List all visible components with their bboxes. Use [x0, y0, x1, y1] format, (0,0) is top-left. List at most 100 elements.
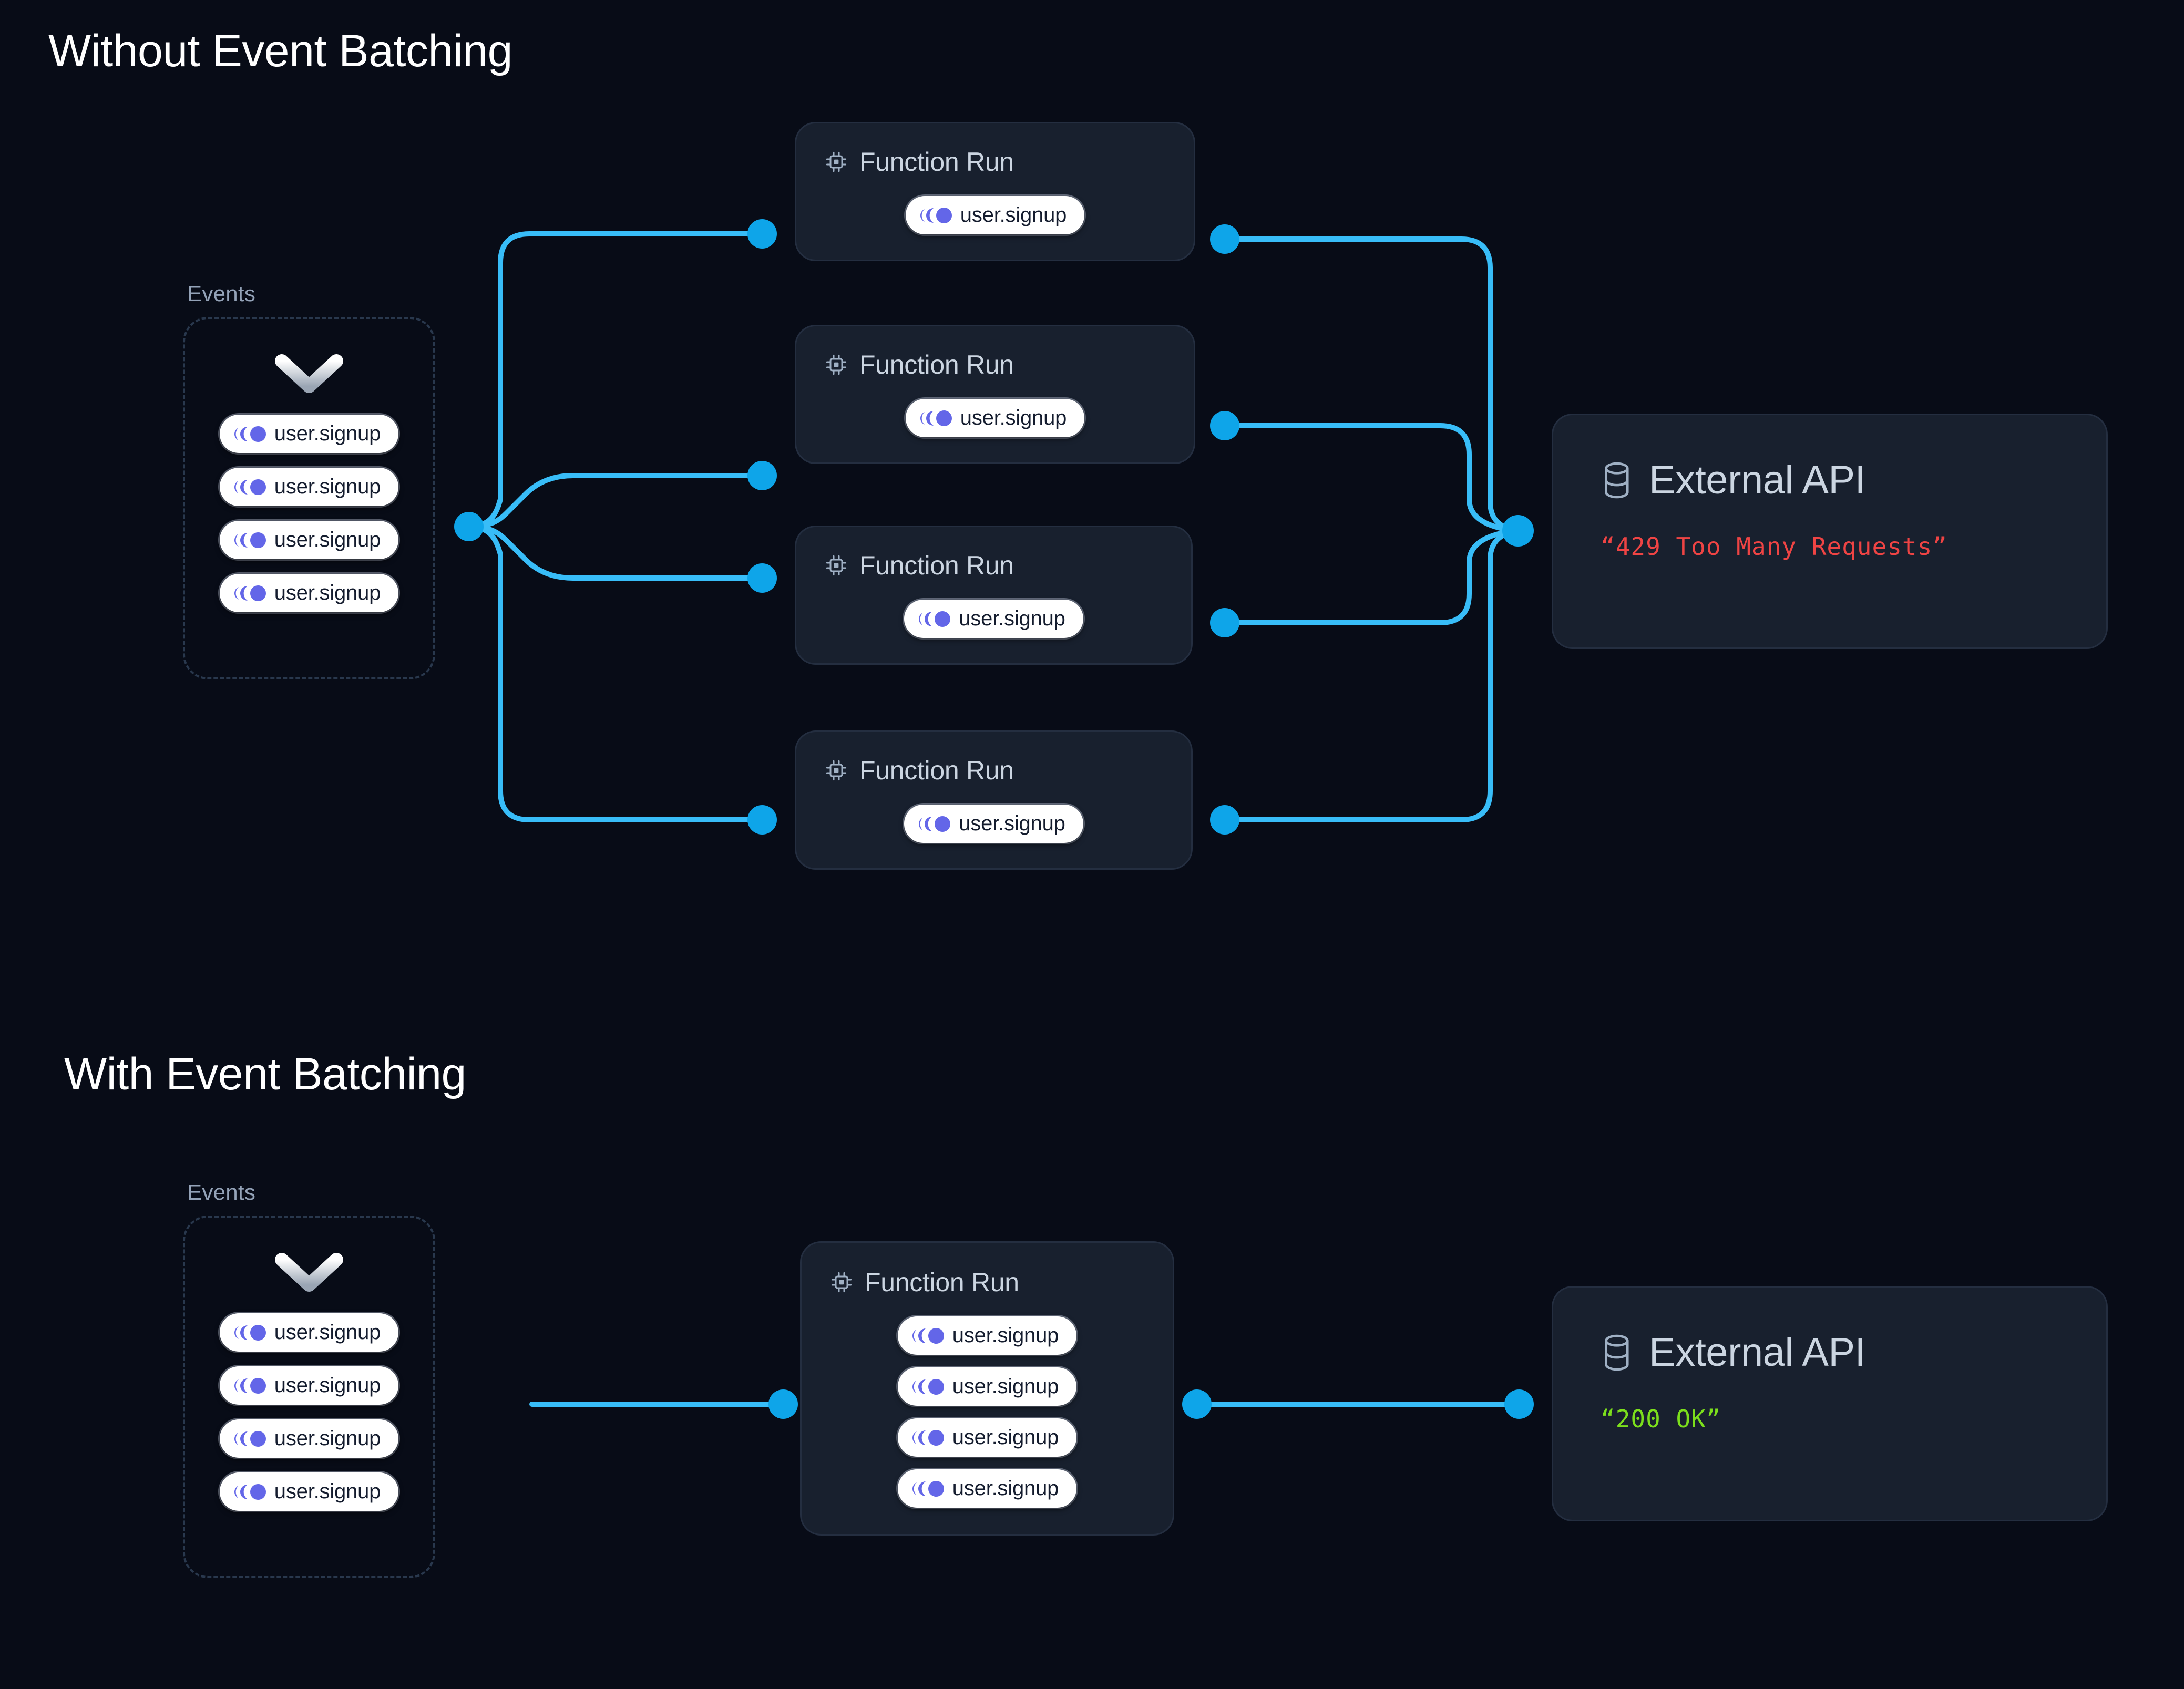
- event-trail-icon: [912, 1480, 944, 1497]
- connector-node: [1210, 608, 1239, 637]
- event-pill-label: user.signup: [952, 1324, 1059, 1347]
- card-title: Function Run: [865, 1268, 1019, 1297]
- connector-node: [1210, 411, 1239, 440]
- event-pill[interactable]: user.signup: [219, 415, 399, 453]
- chevron-down-icon: [275, 1253, 343, 1292]
- event-trail-icon: [234, 1430, 266, 1447]
- event-pill-label: user.signup: [952, 1477, 1059, 1500]
- event-pill-label: user.signup: [274, 1427, 381, 1450]
- function-run-card[interactable]: Function Run user.signup user.signup: [800, 1241, 1174, 1536]
- event-trail-icon: [912, 1429, 944, 1446]
- event-pill-label: user.signup: [274, 1321, 381, 1344]
- event-trail-icon: [234, 585, 266, 601]
- event-pill-label: user.signup: [960, 203, 1067, 226]
- card-header: Function Run: [824, 147, 1166, 177]
- event-pill[interactable]: user.signup: [219, 468, 399, 506]
- event-pill[interactable]: user.signup: [897, 1367, 1077, 1406]
- event-trail-icon: [234, 479, 266, 495]
- events-label: Events: [187, 281, 256, 306]
- event-trail-icon: [234, 426, 266, 442]
- event-pill-label: user.signup: [274, 1480, 381, 1503]
- event-trail-icon: [920, 207, 952, 223]
- event-pill[interactable]: user.signup: [219, 574, 399, 612]
- event-pill[interactable]: user.signup: [904, 805, 1083, 843]
- section-title-with-batching: With Event Batching: [64, 1049, 466, 1099]
- events-label: Events: [187, 1180, 256, 1204]
- fanout-left-top: [466, 231, 765, 822]
- connector-node: [1502, 515, 1534, 547]
- events-list: user.signup user.signup: [185, 1313, 433, 1511]
- events-container: user.signup user.signup: [183, 317, 435, 679]
- event-pill-label: user.signup: [952, 1426, 1059, 1449]
- event-pill[interactable]: user.signup: [219, 1419, 399, 1458]
- cpu-chip-icon: [826, 760, 847, 781]
- cpu-chip-icon: [826, 555, 847, 576]
- event-trail-icon: [920, 410, 952, 426]
- section-title-without-batching: Without Event Batching: [48, 26, 512, 76]
- event-pill-label: user.signup: [274, 1374, 381, 1397]
- status-badge: “200 OK”: [1601, 1405, 1721, 1433]
- fanin-right-top: [1222, 236, 1514, 822]
- function-run-card[interactable]: Function Run user.signup: [795, 730, 1193, 870]
- event-pill-label: user.signup: [274, 581, 381, 604]
- external-api-card[interactable]: External API “200 OK”: [1552, 1286, 2108, 1521]
- cpu-chip-icon: [826, 354, 847, 375]
- card-header: Function Run: [824, 755, 1164, 786]
- card-header: Function Run: [824, 349, 1166, 380]
- card-title: External API: [1649, 1330, 1866, 1375]
- card-header: External API: [1601, 1330, 2059, 1375]
- connector-node: [768, 1389, 798, 1419]
- connector-node: [747, 805, 777, 835]
- event-pill[interactable]: user.signup: [219, 1472, 399, 1511]
- function-run-card[interactable]: Function Run user.signup: [795, 325, 1195, 464]
- events-container: user.signup user.signup: [183, 1216, 435, 1578]
- event-pill[interactable]: user.signup: [219, 1366, 399, 1405]
- event-pill-label: user.signup: [274, 422, 381, 445]
- connector-node: [1210, 805, 1239, 835]
- event-trail-icon: [919, 611, 951, 627]
- database-icon: [1605, 462, 1629, 498]
- connector-node: [747, 563, 777, 593]
- status-badge: “429 Too Many Requests”: [1601, 532, 1947, 561]
- function-run-card[interactable]: Function Run user.signup: [795, 122, 1195, 261]
- event-pill-label: user.signup: [274, 528, 381, 551]
- event-pill-label: user.signup: [959, 812, 1065, 835]
- event-pill[interactable]: user.signup: [905, 196, 1085, 234]
- connector-node: [747, 219, 777, 249]
- cpu-chip-icon: [826, 151, 847, 172]
- function-run-payloads: user.signup: [824, 196, 1166, 234]
- database-icon: [1605, 1334, 1629, 1371]
- events-list: user.signup user.signup: [185, 415, 433, 612]
- event-trail-icon: [234, 532, 266, 548]
- card-title: Function Run: [859, 551, 1014, 580]
- connector-node: [454, 512, 484, 541]
- card-header: Function Run: [824, 550, 1164, 581]
- event-pill[interactable]: user.signup: [897, 1316, 1077, 1355]
- external-api-card[interactable]: External API “429 Too Many Requests”: [1552, 414, 2108, 649]
- function-run-card[interactable]: Function Run user.signup: [795, 526, 1193, 665]
- event-pill-label: user.signup: [952, 1375, 1059, 1398]
- connector-node: [1504, 1389, 1534, 1419]
- event-trail-icon: [919, 816, 951, 832]
- event-trail-icon: [912, 1327, 944, 1344]
- event-pill[interactable]: user.signup: [897, 1418, 1077, 1457]
- event-trail-icon: [234, 1484, 266, 1500]
- event-trail-icon: [912, 1378, 944, 1395]
- cpu-chip-icon: [831, 1272, 852, 1293]
- event-pill-label: user.signup: [274, 475, 381, 498]
- chevron-down-icon: [275, 354, 343, 393]
- card-header: Function Run: [829, 1267, 1145, 1297]
- event-pill[interactable]: user.signup: [897, 1469, 1077, 1508]
- card-title: External API: [1649, 458, 1866, 502]
- event-pill[interactable]: user.signup: [904, 600, 1083, 638]
- event-trail-icon: [234, 1377, 266, 1394]
- function-run-payloads: user.signup: [824, 399, 1166, 437]
- function-run-payloads: user.signup: [824, 600, 1164, 638]
- card-title: Function Run: [859, 147, 1014, 177]
- event-trail-icon: [234, 1324, 266, 1341]
- connector-node: [1210, 224, 1239, 254]
- event-pill[interactable]: user.signup: [905, 399, 1085, 437]
- event-pill[interactable]: user.signup: [219, 521, 399, 559]
- card-title: Function Run: [859, 756, 1014, 785]
- event-pill[interactable]: user.signup: [219, 1313, 399, 1352]
